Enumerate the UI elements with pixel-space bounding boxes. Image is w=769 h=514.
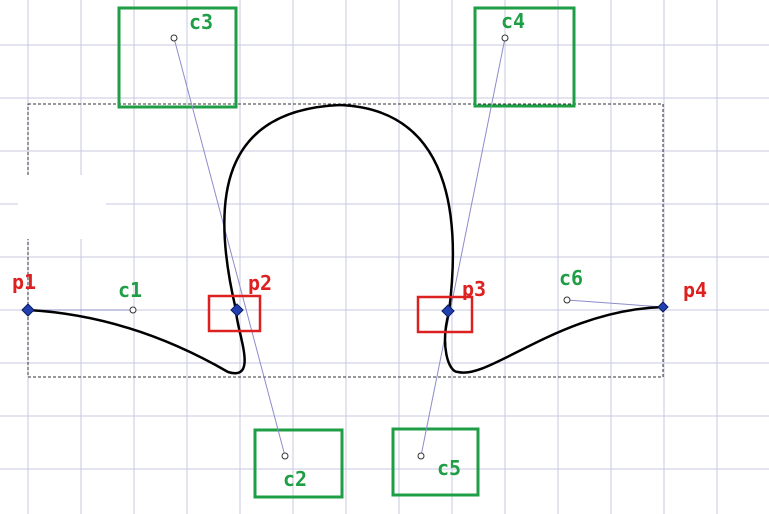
label-p2: p2	[248, 271, 272, 295]
control-box-c5	[391, 427, 480, 497]
anchor-node-p1[interactable]	[21, 303, 35, 317]
label-c1: c1	[118, 278, 142, 302]
label-p3: p3	[462, 277, 486, 301]
anchor-node-p2[interactable]	[230, 303, 244, 317]
anchor-node-p4[interactable]	[657, 301, 669, 313]
selection-bounding-box	[27, 103, 664, 378]
control-box-c2	[253, 428, 344, 499]
label-p1: p1	[12, 270, 36, 294]
control-handle-c6[interactable]	[563, 296, 571, 304]
control-handle-c3[interactable]	[170, 34, 178, 42]
label-c2: c2	[283, 467, 307, 491]
control-handle-c1[interactable]	[129, 306, 137, 314]
handle-c6-p4	[566, 299, 664, 308]
point-box-p2	[207, 294, 262, 333]
anchor-node-p3[interactable]	[441, 304, 455, 318]
label-c3: c3	[189, 10, 213, 34]
control-handle-c5[interactable]	[417, 452, 425, 460]
handle-c3-c2	[173, 37, 286, 457]
control-box-c4	[473, 6, 576, 108]
label-p4: p4	[683, 278, 707, 302]
control-handle-c4[interactable]	[501, 34, 509, 42]
label-c4: c4	[501, 9, 525, 33]
handle-lines	[28, 37, 664, 457]
label-c6: c6	[559, 266, 583, 290]
point-box-p3	[416, 295, 474, 334]
control-box-c3	[117, 6, 238, 109]
label-c5: c5	[437, 456, 461, 480]
bezier-curve[interactable]	[27, 103, 664, 375]
control-handle-c2[interactable]	[281, 452, 289, 460]
handle-c4-c5	[420, 37, 506, 457]
bounding-box-gap	[18, 175, 106, 239]
